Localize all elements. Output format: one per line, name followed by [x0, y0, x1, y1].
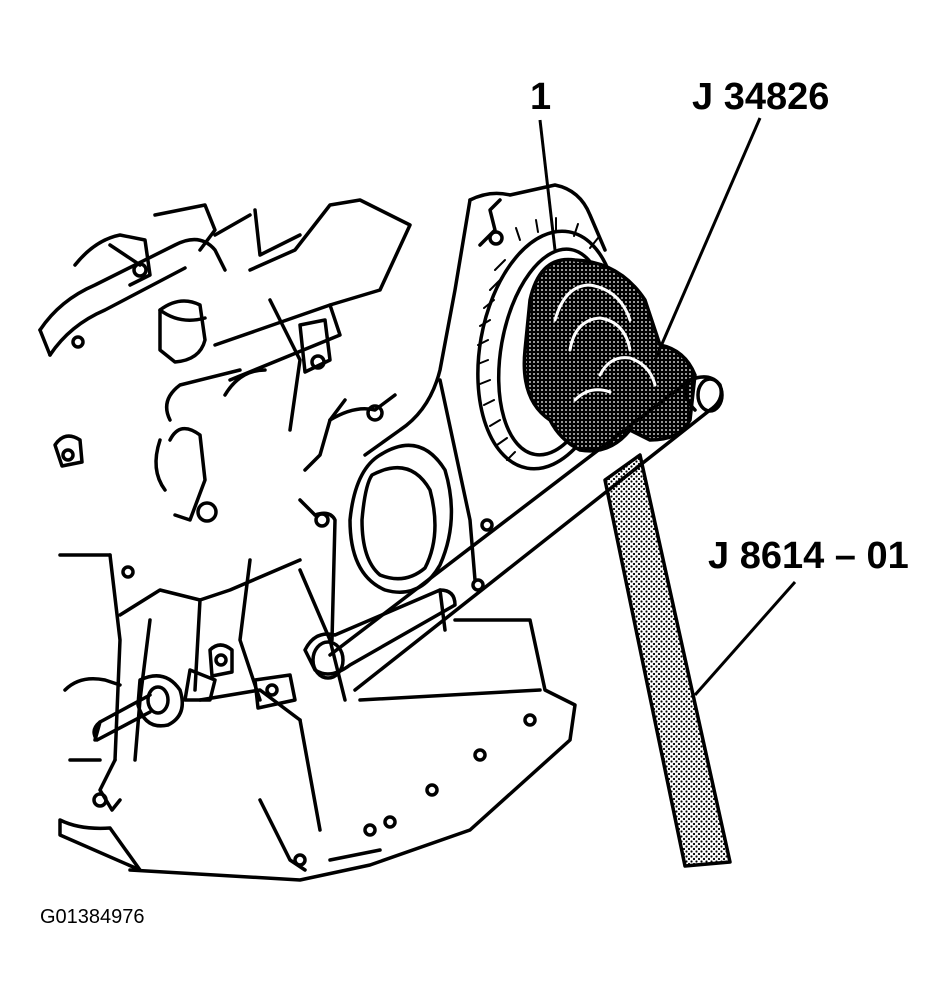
figure-id: G01384976 [40, 906, 145, 928]
leader-j34826 [653, 117, 762, 361]
leader-lines [538, 117, 797, 696]
oil-pan [58, 426, 577, 882]
engine-block-upper [38, 198, 412, 468]
leader-j8614 [693, 581, 797, 696]
callout-part-1: 1 [530, 76, 552, 118]
holder-bar [303, 375, 724, 692]
front-cover [298, 183, 607, 642]
callout-tool-j34826: J 34826 [692, 76, 830, 118]
tool-j34826-head [522, 257, 697, 453]
callout-tool-j8614-01: J 8614 – 01 [708, 535, 909, 577]
tool-j8614-handle [603, 453, 732, 868]
leader-part-1 [538, 119, 557, 251]
shaft [58, 674, 184, 872]
